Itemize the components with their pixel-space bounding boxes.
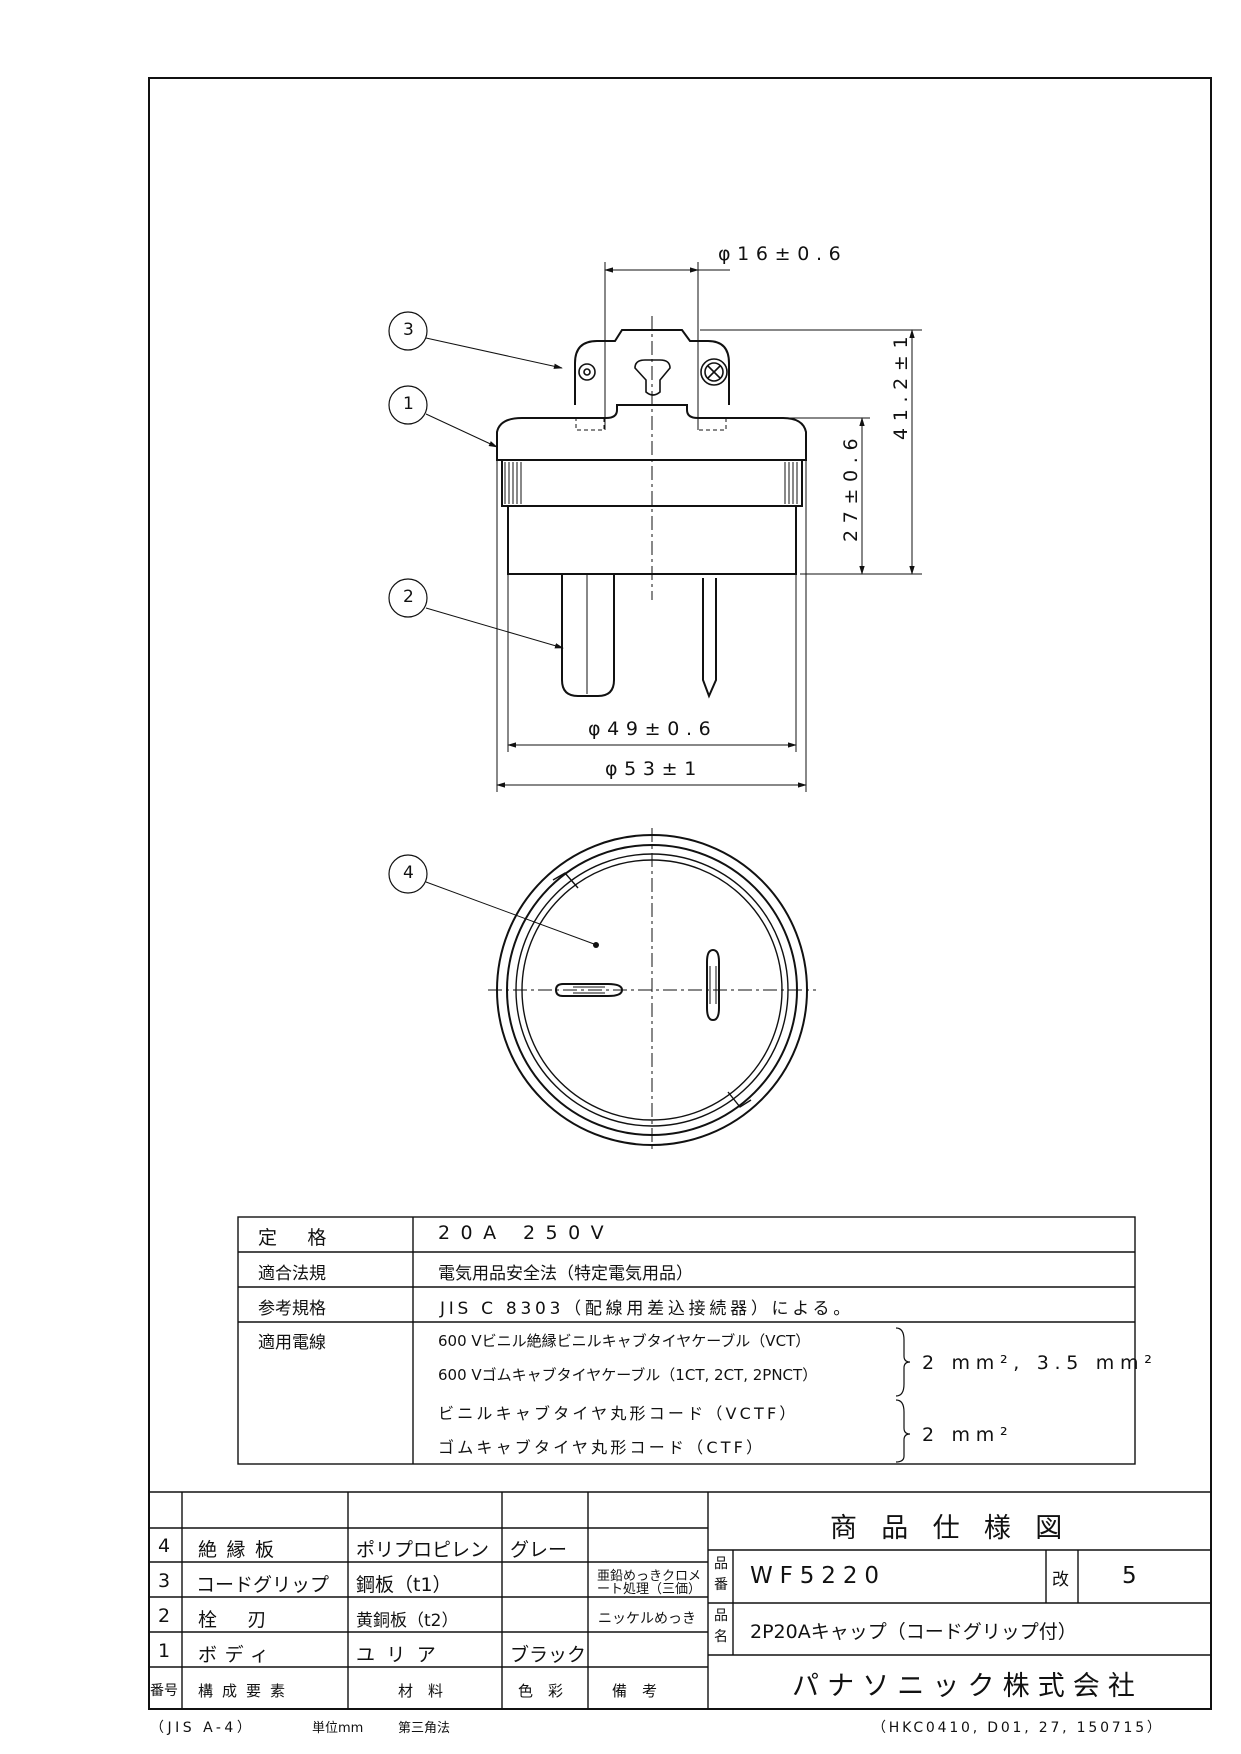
product-name: 2P20Aキャップ（コードグリップ付） bbox=[750, 1621, 1077, 1643]
projection-note: 第三角法 bbox=[398, 1721, 451, 1736]
spec-standard-label: 参考規格 bbox=[258, 1299, 326, 1319]
callout-leaders bbox=[425, 337, 595, 945]
part-no: 3 bbox=[158, 1570, 171, 1592]
part-name: 絶縁板 bbox=[198, 1539, 284, 1561]
callout-3: 3 bbox=[403, 320, 414, 340]
spec-rating-value: 20A 250V bbox=[438, 1222, 615, 1244]
callout-4: 4 bbox=[403, 863, 414, 883]
title-block-title: 商品仕様図 bbox=[830, 1513, 1087, 1544]
callout-2: 2 bbox=[403, 587, 414, 607]
paper-size: （JIS A-4） bbox=[150, 1720, 255, 1736]
part-note: 亜鉛めっきクロメート処理（三価） bbox=[596, 1569, 701, 1597]
part-name: 栓 刃 bbox=[198, 1609, 273, 1631]
model-number: WF5220 bbox=[750, 1563, 886, 1589]
side-view bbox=[496, 262, 922, 792]
part-color: ブラック bbox=[510, 1644, 587, 1666]
header-material: 材 料 bbox=[398, 1682, 444, 1700]
spec-cable-1: 600 Vビニル絶縁ビニルキャブタイヤケーブル（VCT） bbox=[438, 1332, 811, 1350]
part-material: ユリア bbox=[356, 1644, 448, 1666]
bottom-view bbox=[488, 828, 816, 1152]
part-no: 4 bbox=[158, 1535, 171, 1557]
part-name: コードグリップ bbox=[196, 1574, 330, 1596]
drawing-frame bbox=[148, 77, 1212, 1710]
parts-table-lines bbox=[148, 1491, 1212, 1710]
part-material: 鋼板（t1） bbox=[356, 1574, 452, 1596]
revision-label: 改 bbox=[1052, 1570, 1069, 1590]
part-no: 1 bbox=[158, 1640, 171, 1662]
callout-circles bbox=[388, 311, 428, 894]
callout-1: 1 bbox=[403, 394, 414, 414]
header-component: 構成要素 bbox=[198, 1682, 295, 1700]
header-color: 色 彩 bbox=[518, 1682, 564, 1700]
part-note: ニッケルめっき bbox=[598, 1611, 696, 1627]
company-name: パナソニック株式会社 bbox=[792, 1671, 1143, 1702]
dim-body-diameter: φ49±0.6 bbox=[588, 718, 718, 740]
spec-cable-3: ビニルキャブタイヤ丸形コード（VCTF） bbox=[438, 1404, 799, 1423]
dim-cord-grip: φ16±0.6 bbox=[718, 243, 848, 265]
part-no: 2 bbox=[158, 1605, 171, 1627]
model-label: 品番 bbox=[714, 1556, 728, 1593]
document-code: （HKC0410, D01, 27, 150715） bbox=[872, 1720, 1164, 1736]
header-no: 番号 bbox=[150, 1683, 178, 1699]
spec-rating-label: 定 格 bbox=[258, 1227, 333, 1249]
dim-outer-diameter: φ53±1 bbox=[605, 758, 703, 780]
dim-height-total: 41.2±1 bbox=[890, 329, 912, 440]
header-note: 備 考 bbox=[612, 1682, 658, 1700]
part-material: 黄銅板（t2） bbox=[356, 1611, 459, 1631]
revision-number: 5 bbox=[1122, 1563, 1137, 1589]
spec-standard-value: JIS C 8303（配線用差込接続器）による。 bbox=[440, 1299, 855, 1319]
part-material: ポリプロピレン bbox=[356, 1539, 490, 1561]
unit-note: 単位mm bbox=[312, 1721, 364, 1736]
dim-height-body: 27±0.6 bbox=[840, 431, 862, 542]
spec-cable-4: ゴムキャブタイヤ丸形コード（CTF） bbox=[438, 1438, 766, 1457]
product-name-label: 品名 bbox=[714, 1608, 728, 1645]
part-color: グレー bbox=[510, 1539, 568, 1561]
spec-cable-size-b: 2 mm² bbox=[922, 1424, 1014, 1446]
spec-cable-size-a: 2 mm², 3.5 mm² bbox=[922, 1352, 1158, 1374]
spec-law-label: 適合法規 bbox=[258, 1264, 326, 1284]
spec-cable-2: 600 Vゴムキャブタイヤケーブル（1CT, 2CT, 2PNCT） bbox=[438, 1366, 818, 1384]
spec-table-lines bbox=[237, 1216, 1136, 1465]
spec-law-value: 電気用品安全法（特定電気用品） bbox=[438, 1264, 693, 1284]
part-name: ボディ bbox=[198, 1644, 277, 1666]
spec-cable-label: 適用電線 bbox=[258, 1333, 326, 1353]
